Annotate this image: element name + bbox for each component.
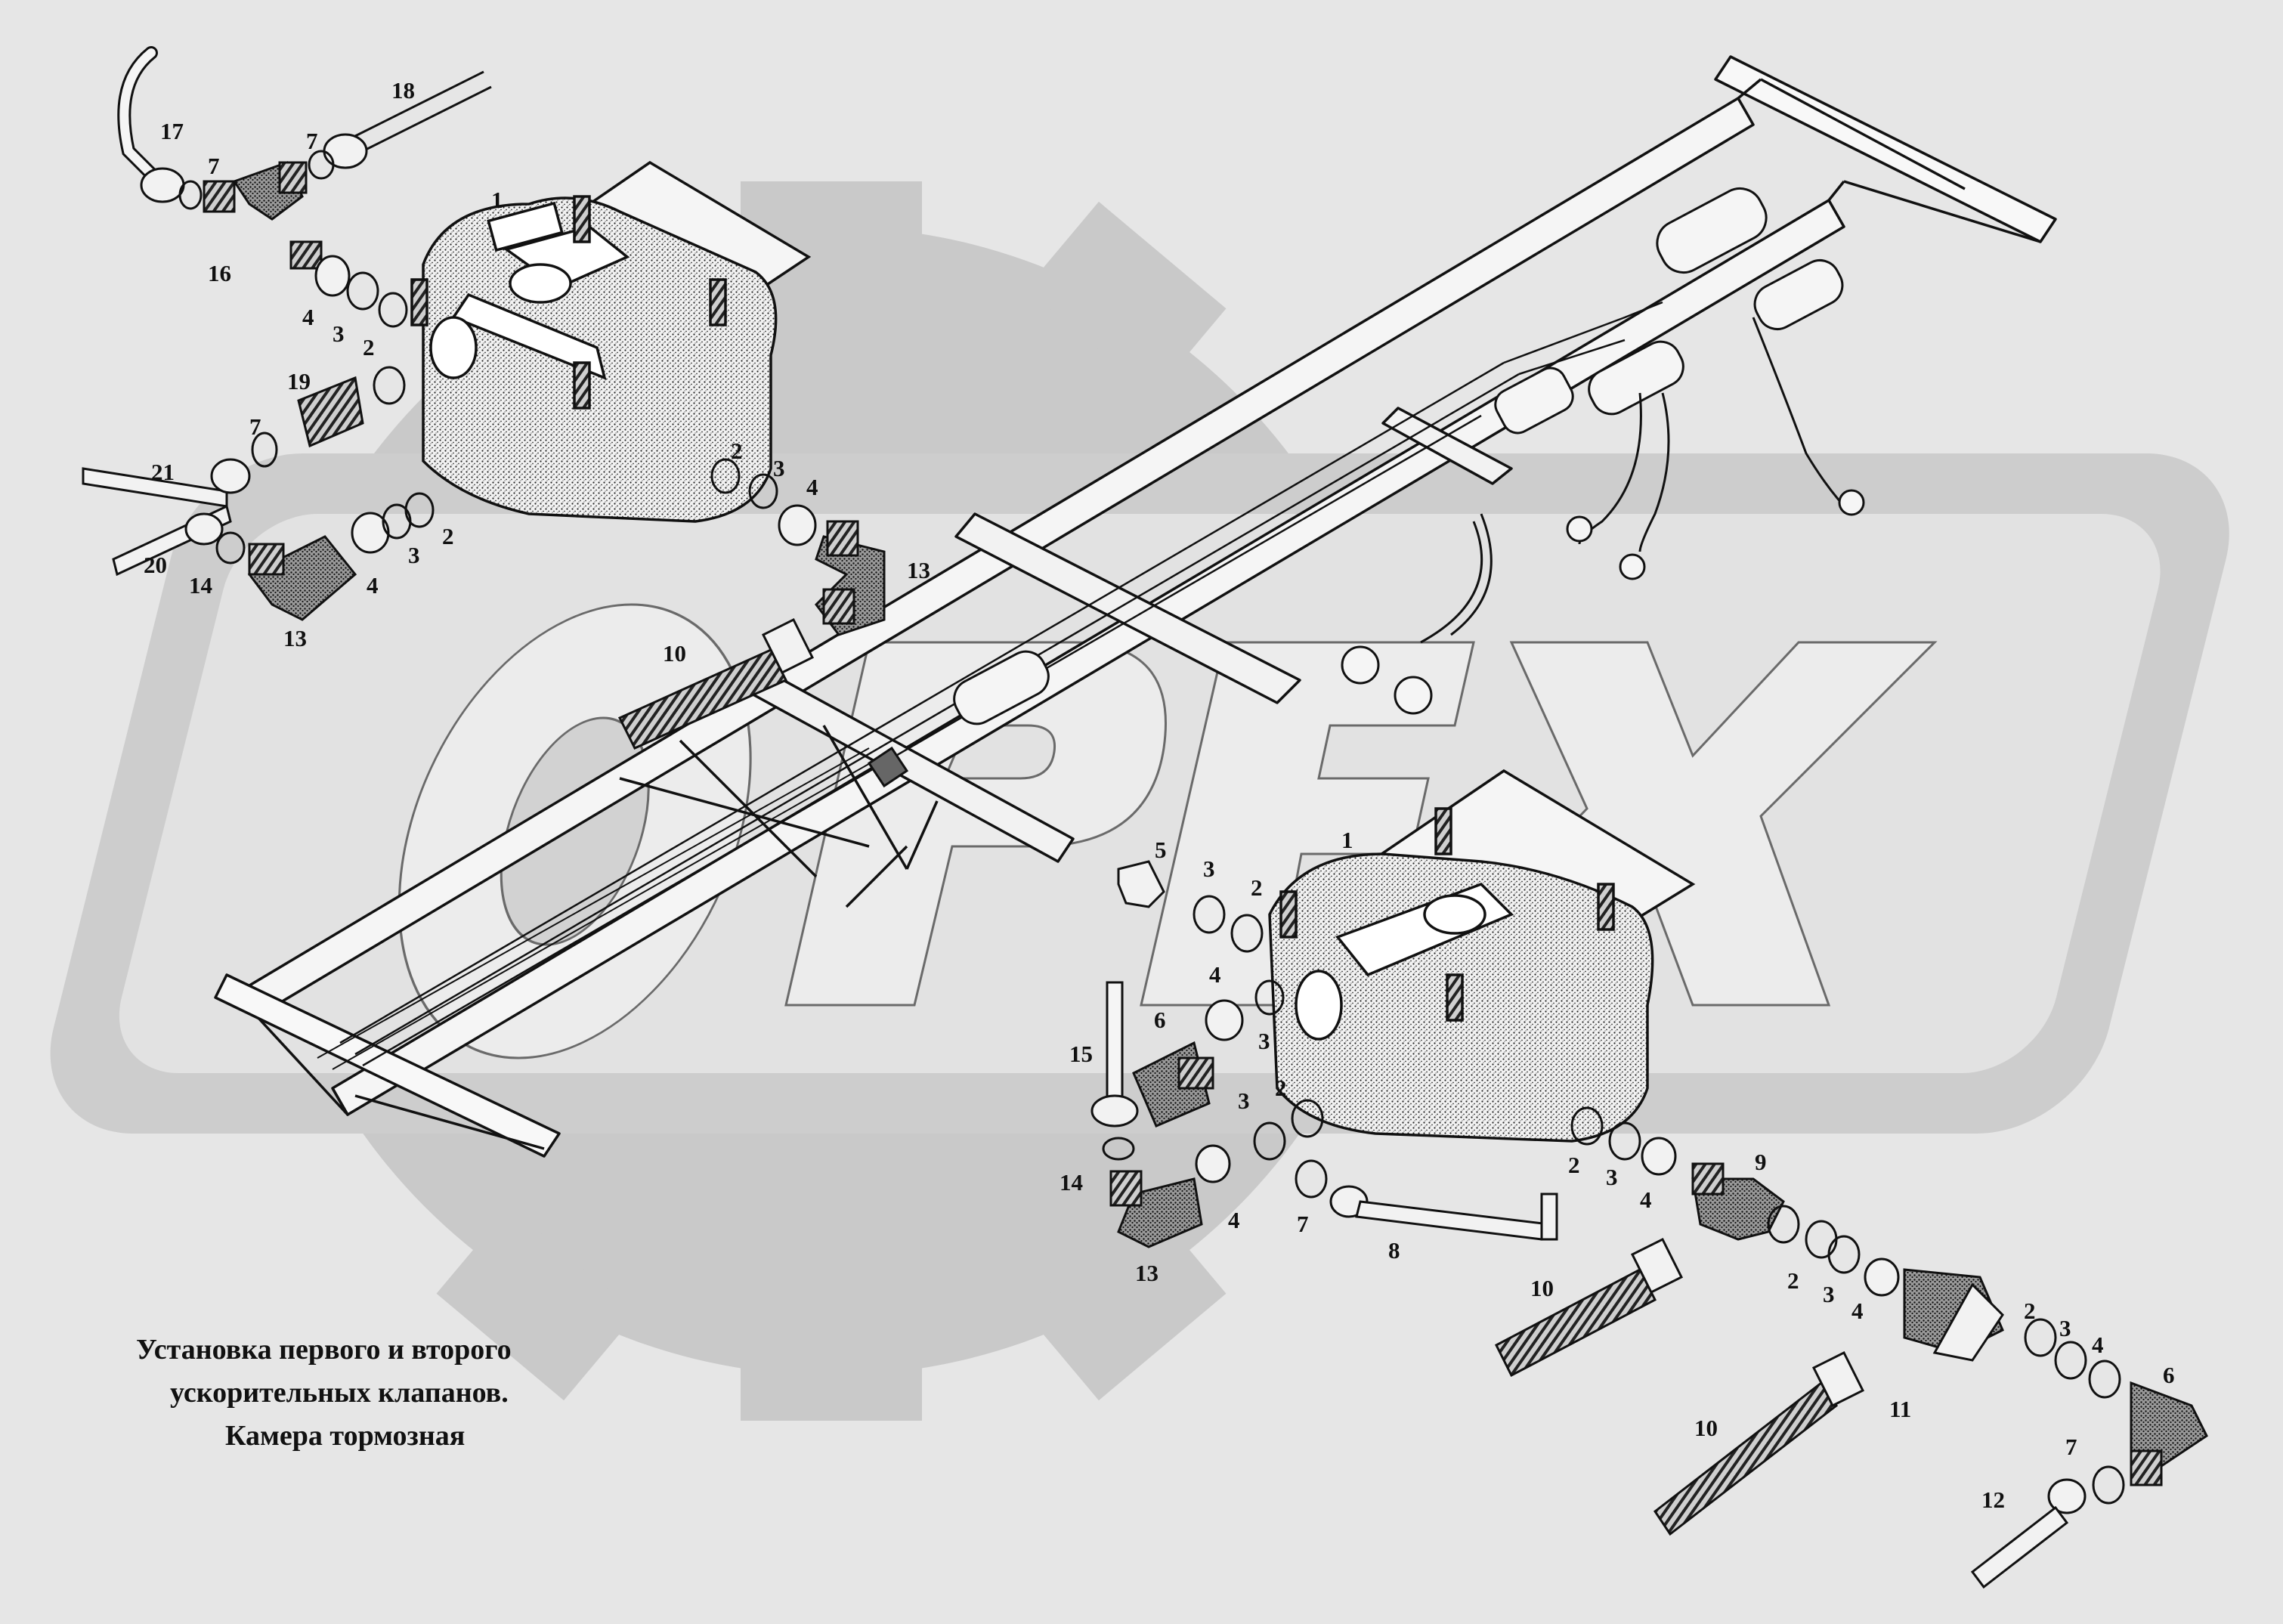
callout-7: 7: [249, 413, 261, 440]
callout-8: 8: [1388, 1237, 1400, 1264]
caption: Установка первого и второго ускорительны…: [136, 1334, 512, 1452]
callout-1: 1: [1341, 827, 1353, 853]
callout-11: 11: [1889, 1396, 1911, 1422]
callout-3: 3: [1238, 1087, 1250, 1114]
callout-17: 17: [160, 118, 184, 144]
caption-line-3: Камера тормозная: [225, 1420, 465, 1452]
callout-3: 3: [1606, 1164, 1618, 1190]
top-accelerator-valve: [410, 160, 812, 523]
caption-line-2: ускорительных клапанов.: [170, 1377, 509, 1409]
callout-3: 3: [1203, 855, 1215, 882]
caption-line-1: Установка первого и второго: [136, 1334, 512, 1366]
callout-13: 13: [1135, 1260, 1159, 1286]
callout-6: 6: [2163, 1362, 2175, 1388]
callout-14: 14: [1060, 1169, 1083, 1196]
callout-4: 4: [302, 304, 314, 330]
callout-3: 3: [773, 455, 785, 481]
bottom-fittings: [1090, 860, 2208, 1589]
callout-4: 4: [1209, 961, 1221, 988]
callout-2: 2: [442, 523, 454, 549]
callout-2: 2: [1787, 1267, 1799, 1294]
callout-4: 4: [1851, 1298, 1864, 1324]
callout-4: 4: [1640, 1186, 1652, 1213]
callout-3: 3: [333, 320, 345, 347]
callout-20: 20: [144, 552, 167, 578]
callout-5: 5: [1155, 837, 1167, 863]
chassis-components: [867, 187, 1865, 788]
callout-3: 3: [1258, 1028, 1270, 1054]
callouts-bottom: 5 3 2 1 4 3 6 15 3 2 14 4 7 13 8 2 3 4 9…: [1060, 827, 2175, 1513]
callout-13: 13: [283, 625, 307, 651]
chassis-frame: [214, 55, 2057, 1158]
callout-10: 10: [1694, 1415, 1718, 1441]
callout-13: 13: [907, 557, 930, 583]
callout-15: 15: [1069, 1041, 1093, 1067]
callout-9: 9: [1755, 1149, 1767, 1175]
callout-10: 10: [663, 640, 686, 667]
callout-12: 12: [1981, 1486, 2005, 1513]
callout-3: 3: [1823, 1281, 1835, 1307]
callout-4: 4: [806, 474, 818, 500]
callout-1: 1: [491, 187, 503, 213]
top-fittings: [82, 46, 886, 750]
callout-4: 4: [367, 572, 379, 599]
callout-19: 19: [287, 368, 311, 394]
callout-2: 2: [1275, 1075, 1287, 1101]
callout-10: 10: [1530, 1275, 1554, 1301]
callout-6: 6: [1154, 1007, 1166, 1033]
callout-4: 4: [1228, 1207, 1240, 1233]
callouts-top: 17 18 7 7 1 16 4 3 2 19 7 21 20 14 13 4 …: [144, 77, 930, 667]
callout-16: 16: [208, 260, 231, 286]
callout-7: 7: [1297, 1211, 1309, 1237]
callout-2: 2: [363, 334, 375, 360]
callout-7: 7: [2065, 1434, 2077, 1460]
callout-7: 7: [306, 128, 318, 154]
callout-4: 4: [2092, 1332, 2104, 1358]
callout-7: 7: [208, 153, 220, 179]
callout-3: 3: [408, 542, 420, 568]
bottom-accelerator-valve: [1268, 769, 1696, 1143]
callout-3: 3: [2059, 1315, 2071, 1341]
callout-2: 2: [1568, 1152, 1580, 1178]
callout-18: 18: [391, 77, 415, 104]
callout-2: 2: [1251, 874, 1263, 901]
callout-2: 2: [731, 438, 743, 464]
callout-14: 14: [189, 572, 212, 599]
callout-21: 21: [151, 459, 175, 485]
callout-2: 2: [2024, 1298, 2036, 1324]
